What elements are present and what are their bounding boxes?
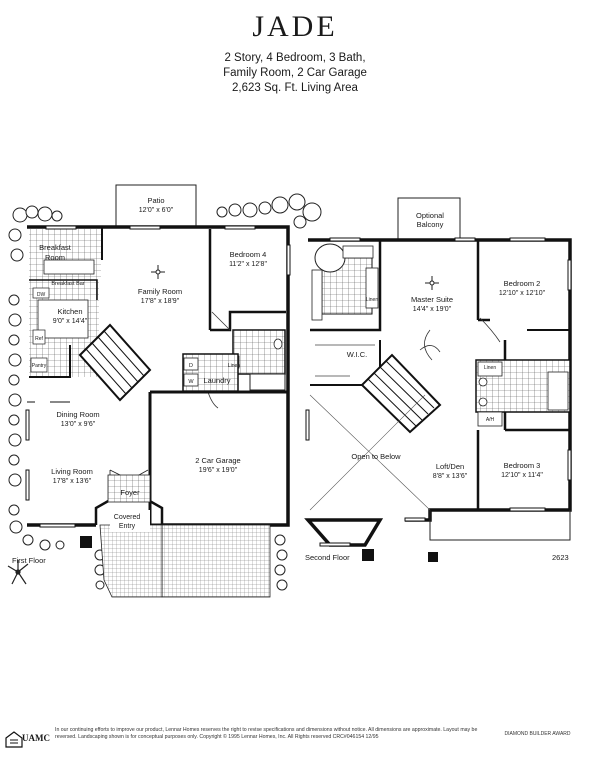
- breakfast-label: Breakfast: [39, 243, 72, 252]
- bedroom4-dims: 11'2" x 12'8": [229, 261, 267, 268]
- plan-description-line1: 2 Story, 4 Bedroom, 3 Bath,: [224, 52, 366, 64]
- bedroom2-label: Bedroom 2: [504, 279, 541, 288]
- master-suite-dims: 14'4" x 19'0": [413, 306, 452, 313]
- pantry-label: Pantry: [32, 363, 47, 369]
- bedroom2-dims: 12'10" x 12'10": [499, 290, 546, 297]
- second-floor-label: Second Floor: [305, 553, 350, 562]
- living-room-label: Living Room: [51, 467, 93, 476]
- ah-label: A/H: [486, 417, 495, 423]
- garage-dims: 19'6" x 19'0": [199, 467, 238, 474]
- breakfast-label-2: Room: [45, 253, 65, 262]
- first-floor-label: First Floor: [12, 556, 46, 565]
- covered-entry-label-2: Entry: [119, 523, 136, 530]
- foyer-label: Foyer: [120, 488, 140, 497]
- family-room-label: Family Room: [138, 287, 182, 296]
- washer-label: W: [188, 379, 194, 385]
- second-floor-plan: [304, 197, 572, 562]
- dining-room-label: Dining Room: [56, 410, 99, 419]
- loft-label: Loft/Den: [436, 462, 464, 471]
- ref-label: Ref: [35, 336, 43, 342]
- driveway: [161, 524, 271, 598]
- kitchen-label: Kitchen: [57, 307, 82, 316]
- dining-room-dims: 13'0" x 9'6": [61, 421, 96, 428]
- plan-description-line2: Family Room, 2 Car Garage: [223, 67, 367, 79]
- disclaimer-text: In our continuing efforts to improve our…: [55, 727, 478, 740]
- second-floor-stairs: [360, 353, 442, 434]
- hall-linen-label: Linen: [484, 365, 496, 371]
- landscaping-shrubs: [8, 193, 322, 591]
- laundry-label: Laundry: [203, 376, 230, 385]
- master-suite-label: Master Suite: [411, 295, 453, 304]
- room-labels: Patio 12'0" x 6'0" Breakfast Room Breakf…: [12, 196, 569, 565]
- dryer-label: D: [189, 363, 193, 369]
- master-linen-label: Linen: [366, 297, 378, 303]
- ceiling-fan-icon: [151, 265, 165, 279]
- linen-label: Linen: [228, 363, 240, 369]
- plan-title: JADE: [252, 10, 338, 43]
- balcony-label-2: Balcony: [417, 220, 444, 229]
- dw-label: DW: [37, 292, 46, 298]
- bedroom3-dims: 12'10" x 11'4": [501, 472, 543, 479]
- breakfast-bar-label: Breakfast Bar: [51, 281, 84, 287]
- patio-dims: 12'0" x 6'0": [139, 207, 174, 214]
- balcony-label: Optional: [416, 211, 444, 220]
- uamc-logo: UAMC: [22, 733, 50, 743]
- master-ceiling-fan-icon: [425, 276, 439, 290]
- award-badge: DIAMOND BUILDER AWARD: [504, 731, 571, 737]
- open-to-below-label: Open to Below: [351, 452, 401, 461]
- bedroom4-label: Bedroom 4: [230, 250, 267, 259]
- kitchen-dims: 9'0" x 14'4": [53, 318, 88, 325]
- bedroom3-label: Bedroom 3: [504, 461, 541, 470]
- first-floor-stairs: [78, 323, 152, 402]
- palm-plant-icon: [7, 560, 29, 585]
- equal-housing-icon: [5, 731, 23, 748]
- covered-entry-label: Covered: [114, 514, 141, 521]
- patio-label: Patio: [147, 196, 164, 205]
- patio-slab: [115, 184, 197, 228]
- plan-number: 2623: [552, 553, 569, 562]
- family-room-dims: 17'8" x 18'9": [141, 298, 180, 305]
- loft-dims: 8'8" x 13'6": [433, 473, 468, 480]
- first-floor-plan: [7, 184, 322, 598]
- living-room-dims: 17'8" x 13'6": [53, 478, 92, 485]
- wic-label: W.I.C.: [347, 350, 367, 359]
- garage-label: 2 Car Garage: [195, 456, 240, 465]
- plan-area-line: 2,623 Sq. Ft. Living Area: [232, 82, 358, 94]
